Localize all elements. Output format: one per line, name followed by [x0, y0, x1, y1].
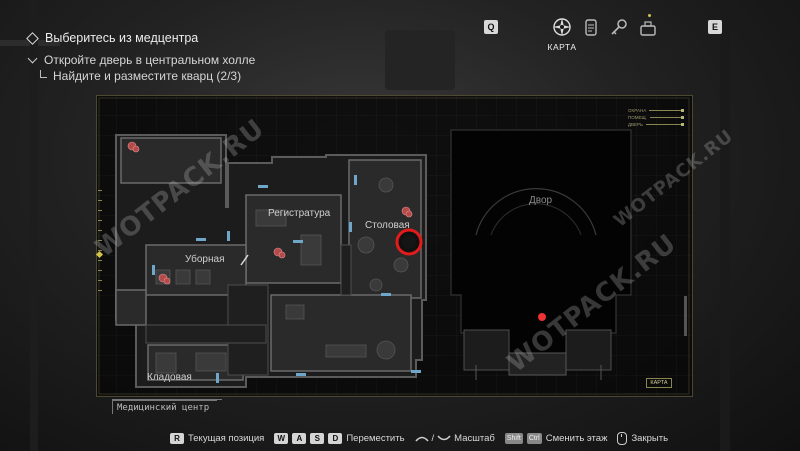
controls-bar: R Текущая позиция W A S D Переместить / …	[170, 430, 668, 446]
mouse-icon	[617, 431, 628, 445]
key-shift[interactable]: Shift	[504, 432, 523, 444]
compass-icon[interactable]	[551, 16, 573, 38]
map-badge: КАРТА	[646, 378, 672, 388]
room-label-storage: Кладовая	[147, 372, 192, 383]
room-label-registry: Регистратура	[268, 208, 331, 219]
room-label-yard: Двор	[529, 195, 553, 206]
hint-close[interactable]: Закрыть	[631, 432, 669, 444]
legend-row: ОХРАНА	[628, 107, 684, 114]
branch-icon	[40, 70, 47, 78]
hint-zoom: Масштаб	[454, 432, 495, 444]
typewriter-icon	[240, 254, 249, 266]
files-icon[interactable]	[580, 17, 602, 39]
objective-sub-text: Откройте дверь в центральном холле	[44, 53, 256, 67]
tab-map-label: КАРТА	[547, 42, 577, 52]
hint-current-position: Текущая позиция	[188, 432, 265, 444]
player-marker	[538, 313, 546, 321]
objective-sub: Откройте дверь в центральном холле	[26, 52, 346, 68]
objective-subsub-text: Найдите и разместите кварц (2/3)	[53, 69, 242, 83]
notification-dot	[648, 14, 651, 17]
legend-row: ДВЕРЬ	[628, 121, 684, 128]
zoom-separator: /	[431, 432, 435, 444]
map-scrollbar[interactable]	[684, 296, 687, 336]
tab-next-key[interactable]: E	[708, 20, 722, 34]
objectives-panel: Выберитесь из медцентра Откройте дверь в…	[26, 30, 346, 84]
hint-change-floor: Сменить этаж	[545, 432, 608, 444]
key-w[interactable]: W	[274, 432, 289, 444]
inventory-icon[interactable]	[637, 17, 659, 39]
map-canvas[interactable]	[96, 95, 692, 397]
objective-main: Выберитесь из медцентра	[26, 30, 346, 46]
room-label-canteen: Столовая	[365, 220, 410, 231]
key-ctrl[interactable]: Ctrl	[526, 432, 542, 444]
key-d[interactable]: D	[328, 432, 343, 444]
hint-move: Переместить	[346, 432, 405, 444]
legend-row: ПОМЕЩ.	[628, 114, 685, 121]
floor-selector[interactable]	[97, 186, 105, 296]
map-legend: ОХРАНА ПОМЕЩ. ДВЕРЬ	[628, 107, 685, 128]
key-s[interactable]: S	[310, 432, 325, 444]
keys-icon[interactable]	[608, 17, 630, 39]
background-pipe	[30, 0, 38, 451]
background-pipe	[720, 0, 730, 451]
background-panel	[385, 30, 455, 90]
room-label-restroom: Уборная	[185, 254, 225, 265]
mouse-wheel-icon	[414, 436, 429, 442]
key-r[interactable]: R	[170, 432, 184, 444]
objective-subsub: Найдите и разместите кварц (2/3)	[26, 68, 346, 84]
chevron-down-icon	[27, 53, 38, 63]
key-a[interactable]: A	[292, 432, 307, 444]
diamond-icon	[26, 31, 39, 45]
area-name: Медицинский центр	[112, 400, 217, 414]
tab-prev-key[interactable]: Q	[484, 20, 498, 34]
mouse-wheel-icon	[437, 434, 451, 440]
objective-main-text: Выберитесь из медцентра	[45, 31, 199, 45]
